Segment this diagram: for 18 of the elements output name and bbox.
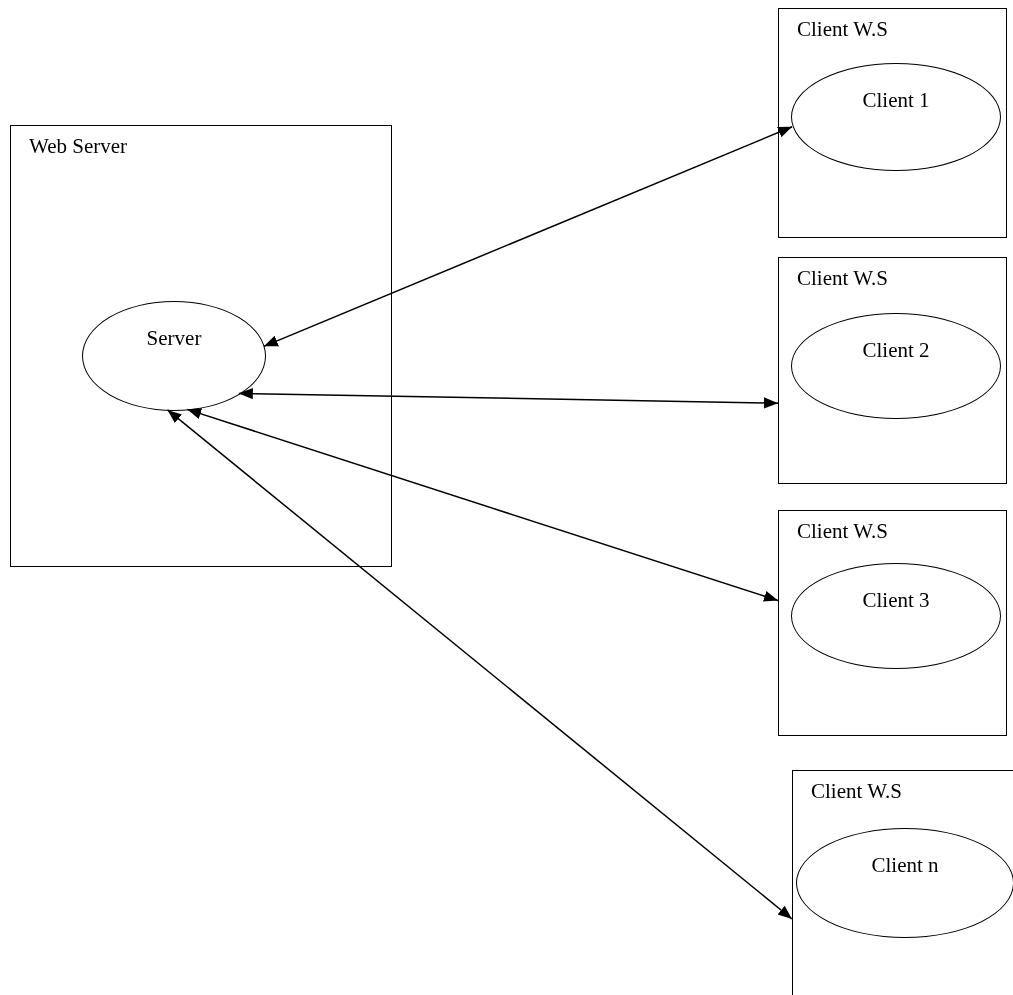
node-label: Client n — [870, 853, 940, 878]
double-arrow — [166, 409, 793, 920]
double-arrow — [263, 126, 793, 348]
box-node — [778, 8, 1007, 238]
box-title: Client W.S — [797, 519, 889, 544]
box-title: Client W.S — [811, 779, 903, 804]
node-label: Client 3 — [861, 588, 931, 613]
box-title: Web Server — [29, 134, 128, 159]
box-node — [778, 510, 1007, 736]
double-arrow — [238, 388, 779, 409]
box-title: Client W.S — [797, 266, 889, 291]
node-label: Server — [145, 326, 203, 351]
box-node — [10, 125, 392, 567]
box-node — [778, 257, 1007, 484]
box-title: Client W.S — [797, 17, 889, 42]
node-label: Client 1 — [861, 88, 931, 113]
node-label: Client 2 — [861, 338, 931, 363]
box-node — [792, 770, 1013, 995]
